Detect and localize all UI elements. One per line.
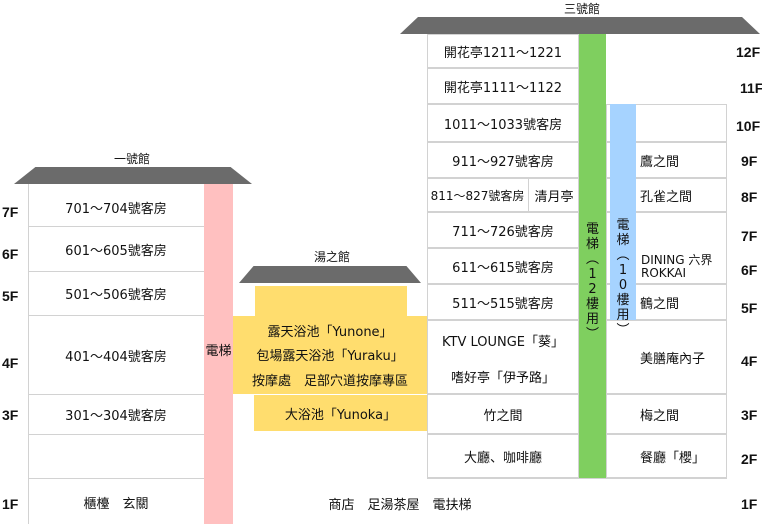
annex3-right-box-8f (606, 178, 727, 212)
annex1-roof (14, 167, 252, 184)
annex3-right-box-2f (606, 434, 727, 478)
annex1-divider (28, 394, 204, 395)
annex3-8f-split (528, 178, 529, 212)
annex3-right-box-4f (606, 320, 727, 394)
annex1-room-4f: 401～404號客房 (65, 349, 167, 365)
annex1-label: 一號館 (113, 152, 150, 166)
yu-roof (239, 266, 421, 283)
annex3-room-8f-guest: 811～827號客房 (430, 188, 525, 203)
annex1-elevator-shaft (204, 184, 233, 524)
annex1-divider (28, 434, 204, 435)
floor-label-8f: 8F (741, 189, 758, 205)
annex3-room-8f-seigetsu: 清月亭 (534, 189, 574, 205)
annex3-room-9f: 911～927號客房 (452, 154, 554, 170)
annex3-elevator-10f-label: 電 梯 ︵ 1 0 樓 用 ︶ (616, 218, 630, 338)
annex3-box-4f (427, 320, 579, 394)
floor-label-2f: 2F (741, 451, 758, 467)
annex3-box-10f (427, 104, 579, 142)
floor-label-7f-right: 7F (741, 228, 758, 244)
annex3-room-6f: 611～615號客房 (452, 260, 554, 276)
floor-label-7f: 7F (2, 204, 19, 220)
floor-label-6f: 6F (2, 246, 19, 262)
annex3-right-room-8f: 孔雀之間 (640, 189, 693, 205)
annex3-box-5f (427, 284, 579, 320)
floor-label-5f: 5F (2, 288, 19, 304)
floor-label-3f: 3F (2, 407, 19, 423)
annex3-room-4f-ktv: KTV LOUNGE「葵」 (441, 334, 565, 350)
floor-label-1f-right: 1F (741, 496, 758, 512)
annex1-divider (28, 271, 204, 272)
annex1-room-5f: 501～506號客房 (65, 288, 167, 303)
annex3-elevator-10f-shaft (610, 104, 636, 320)
annex3-right-room-5f: 鶴之間 (640, 296, 680, 312)
yu-room-yunone: 露天浴池「Yunone」 (267, 324, 393, 340)
annex3-right-box-7f-6f (606, 212, 727, 284)
annex3-room-2f: 大廳、咖啡廳 (463, 450, 542, 466)
annex1-wall (28, 184, 29, 524)
annex3-right-box-9f (606, 142, 727, 178)
yu-room-yuraku: 包場露天浴池「Yuraku」 (256, 348, 404, 364)
annex1-room-6f: 601～605號客房 (65, 244, 167, 259)
annex3-right-room-9f: 鷹之間 (640, 154, 680, 170)
ground-floor-facilities: 商店 足湯茶屋 電扶梯 (328, 497, 472, 513)
annex3-roof (400, 17, 760, 34)
annex3-right-room-3f: 梅之間 (640, 408, 680, 424)
annex3-room-11f: 開花亭1111～1122 (443, 80, 563, 96)
yu-bath-block (233, 316, 427, 394)
floor-label-10f: 10F (736, 118, 761, 134)
annex3-room-5f: 511～515號客房 (452, 296, 554, 312)
dining-romaji: ROKKAI (641, 266, 687, 280)
floor-label-4f: 4F (2, 355, 19, 371)
annex3-room-4f-iyoji: 嗜好亭「伊予路」 (450, 370, 555, 386)
floor-label-9f: 9F (741, 153, 758, 169)
annex3-right-box-5f (606, 284, 727, 320)
annex3-room-7f: 711～726號客房 (452, 224, 554, 240)
annex1-elevator-label: 電梯 (205, 344, 232, 359)
floor-label-3f-right: 3F (741, 407, 758, 423)
annex3-right-room-6f: DINING 六界 ROKKAI (641, 254, 712, 280)
annex3-label: 三號館 (563, 2, 600, 16)
yu-large-bath-block (254, 395, 427, 431)
floor-label-1f: 1F (2, 496, 19, 512)
annex3-box-12f (427, 34, 579, 68)
annex3-box-8f (427, 178, 579, 212)
annex3-box-2f (427, 434, 579, 478)
annex1-divider (28, 478, 204, 479)
yu-room-massage: 按摩處 足部穴道按摩專區 (251, 373, 408, 389)
annex3-box-7f (427, 212, 579, 248)
annex3-elevator-12f-shaft (579, 34, 606, 478)
floor-label-4f-right: 4F (741, 353, 758, 369)
annex1-room-1f: 櫃檯 玄關 (83, 496, 149, 512)
annex3-box-6f (427, 248, 579, 284)
annex1-divider (28, 226, 204, 227)
annex3-right-room-4f: 美膳庵內子 (640, 351, 706, 367)
annex3-right-room-2f: 餐廳「櫻」 (640, 450, 706, 466)
annex1-divider (28, 315, 204, 316)
dining-name: DINING 六界 (641, 253, 713, 267)
annex3-elevator-12f-label: 電 梯 ︵ 1 2 樓 用 ︶ (585, 222, 599, 342)
yu-upper-block (255, 286, 407, 316)
annex3-box-9f (427, 142, 579, 178)
floor-label-11f: 11F (740, 80, 762, 96)
floor-label-12f: 12F (736, 44, 761, 60)
floor-label-5f-right: 5F (741, 300, 758, 316)
annex3-room-10f: 1011～1033號客房 (443, 117, 563, 133)
annex1-room-3f: 301～304號客房 (65, 409, 167, 424)
annex3-room-12f: 開花亭1211～1221 (443, 45, 563, 61)
annex1-room-7f: 701～704號客房 (65, 201, 167, 217)
floor-label-6f-right: 6F (741, 262, 758, 278)
annex3-room-3f: 竹之間 (483, 408, 523, 424)
annex3-right-box-3f (606, 394, 727, 434)
yu-room-yunoka: 大浴池「Yunoka」 (284, 407, 397, 423)
yu-label: 湯之館 (313, 250, 350, 264)
annex3-box-11f (427, 68, 579, 104)
annex3-box-3f (427, 394, 579, 434)
annex3-right-box-10f (606, 104, 727, 142)
annex3-ground-line (427, 478, 727, 479)
